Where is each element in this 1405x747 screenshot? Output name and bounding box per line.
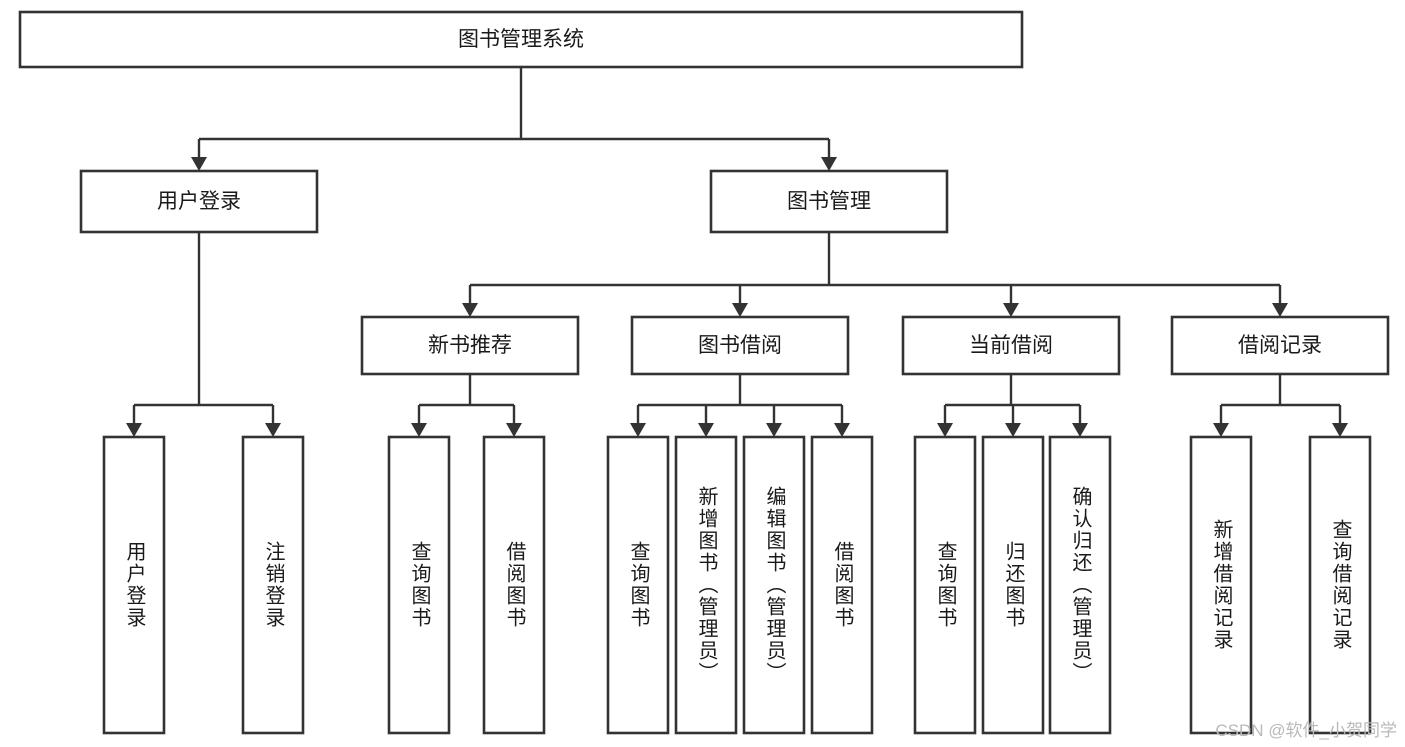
node-leaf-user-login[interactable] bbox=[102, 435, 166, 735]
node-box-book-borrow[interactable] bbox=[630, 315, 850, 376]
node-leaf-borrow-book-rec[interactable] bbox=[482, 435, 546, 735]
node-box-book-manage[interactable] bbox=[709, 169, 949, 234]
node-borrow-record[interactable] bbox=[1170, 315, 1390, 376]
node-box-leaf-edit-book[interactable] bbox=[742, 435, 806, 735]
node-book-manage[interactable] bbox=[709, 169, 949, 234]
node-box-leaf-confirm-return[interactable] bbox=[1048, 435, 1112, 735]
node-box-leaf-add-book[interactable] bbox=[674, 435, 738, 735]
node-label-current-borrow: 当前借阅 bbox=[969, 334, 1053, 357]
node-root[interactable] bbox=[18, 10, 1024, 69]
node-book-borrow[interactable] bbox=[630, 315, 850, 376]
node-current-borrow[interactable] bbox=[901, 315, 1121, 376]
node-leaf-borrow-book-bb[interactable] bbox=[810, 435, 874, 735]
node-label-root: 图书管理系统 bbox=[458, 28, 584, 51]
node-label-borrow-record: 借阅记录 bbox=[1238, 334, 1322, 357]
node-box-leaf-query-record[interactable] bbox=[1308, 435, 1372, 735]
edges-layer bbox=[126, 67, 1348, 437]
node-label-new-book-recommend: 新书推荐 bbox=[428, 334, 512, 357]
node-label-book-manage: 图书管理 bbox=[787, 190, 871, 213]
node-leaf-query-book-rec[interactable] bbox=[387, 435, 451, 735]
node-box-leaf-add-record[interactable] bbox=[1189, 435, 1253, 735]
node-box-current-borrow[interactable] bbox=[901, 315, 1121, 376]
node-new-book-recommend[interactable] bbox=[360, 315, 580, 376]
node-leaf-query-book-bb[interactable] bbox=[606, 435, 670, 735]
node-label-book-borrow: 图书借阅 bbox=[698, 334, 782, 357]
node-box-leaf-borrow-book-rec[interactable] bbox=[482, 435, 546, 735]
node-leaf-query-book-cb[interactable] bbox=[913, 435, 977, 735]
node-leaf-logout[interactable] bbox=[241, 435, 305, 735]
node-leaf-add-book[interactable] bbox=[674, 435, 738, 735]
node-box-leaf-logout[interactable] bbox=[241, 435, 305, 735]
node-box-leaf-query-book-rec[interactable] bbox=[387, 435, 451, 735]
node-box-borrow-record[interactable] bbox=[1170, 315, 1390, 376]
node-leaf-add-record[interactable] bbox=[1189, 435, 1253, 735]
node-box-root[interactable] bbox=[18, 10, 1024, 69]
node-box-leaf-return-book[interactable] bbox=[981, 435, 1045, 735]
node-box-user-login[interactable] bbox=[79, 169, 319, 234]
node-box-leaf-query-book-bb[interactable] bbox=[606, 435, 670, 735]
node-leaf-query-record[interactable] bbox=[1308, 435, 1372, 735]
node-box-leaf-borrow-book-bb[interactable] bbox=[810, 435, 874, 735]
node-box-leaf-user-login[interactable] bbox=[102, 435, 166, 735]
node-leaf-return-book[interactable] bbox=[981, 435, 1045, 735]
node-user-login[interactable] bbox=[79, 169, 319, 234]
node-leaf-confirm-return[interactable] bbox=[1048, 435, 1112, 735]
node-label-user-login: 用户登录 bbox=[157, 190, 241, 213]
node-box-leaf-query-book-cb[interactable] bbox=[913, 435, 977, 735]
nodes-layer bbox=[18, 10, 1390, 735]
node-box-new-book-recommend[interactable] bbox=[360, 315, 580, 376]
node-leaf-edit-book[interactable] bbox=[742, 435, 806, 735]
csdn-watermark: CSDN @软件_小贺同学 bbox=[1215, 721, 1397, 740]
